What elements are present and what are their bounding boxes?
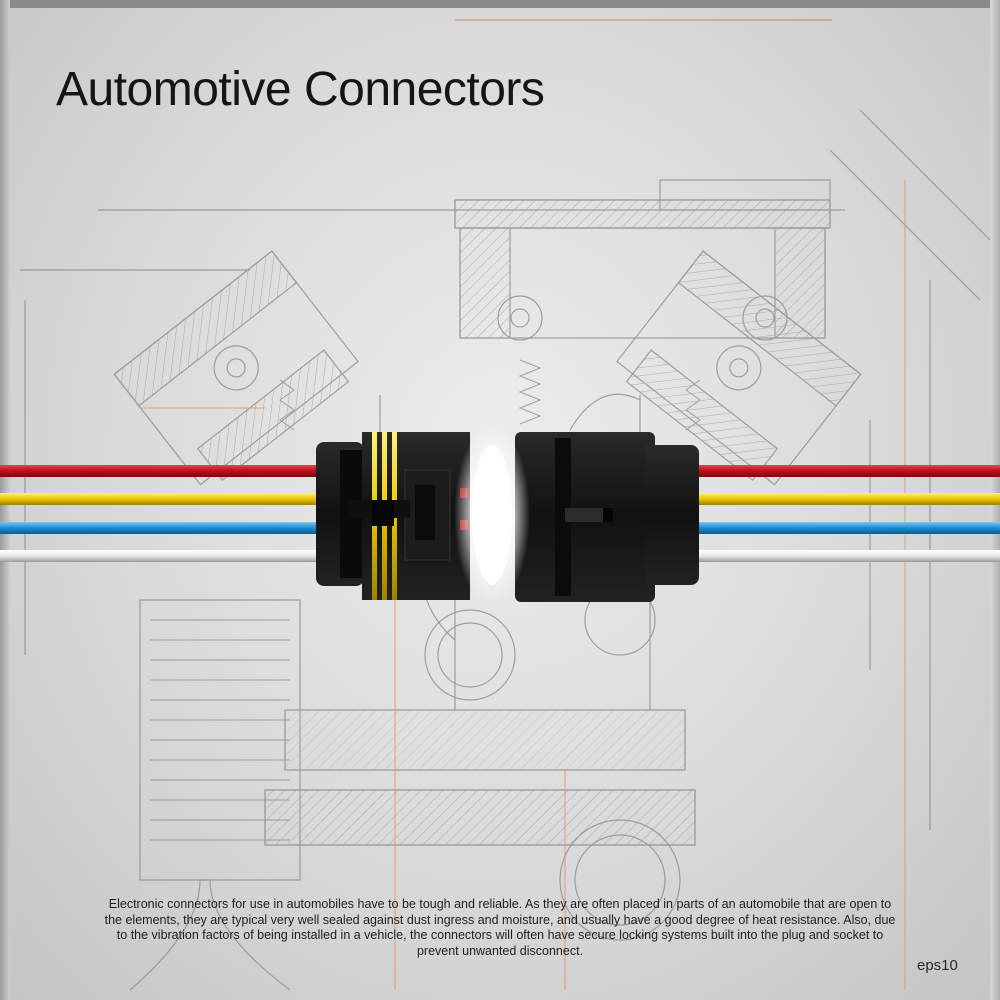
format-label: eps10	[917, 957, 958, 974]
connection-glow	[454, 425, 530, 605]
description-text: Electronic connectors for use in automob…	[104, 897, 896, 958]
frame-top-border	[0, 0, 1000, 8]
wires-left	[0, 465, 320, 562]
engine-blueprint	[20, 19, 991, 991]
dimension-lines	[140, 19, 906, 990]
page-title: Automotive Connectors	[56, 63, 545, 116]
plug-connector	[316, 432, 470, 600]
wires-right	[690, 465, 1000, 562]
socket-connector	[515, 432, 699, 602]
